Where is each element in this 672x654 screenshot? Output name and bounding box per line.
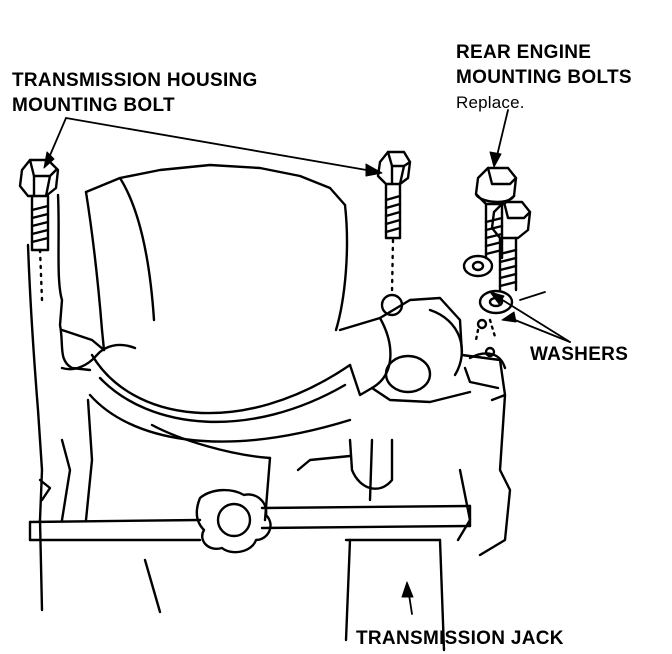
label-transmission-housing-bolt: TRANSMISSION HOUSING MOUNTING BOLT — [12, 68, 258, 118]
arrowhead-rear-bolts — [489, 151, 502, 168]
label-rear-engine-bolts: REAR ENGINE MOUNTING BOLTS Replace. — [456, 40, 632, 115]
arrowhead-washer-upper — [489, 291, 505, 305]
rear-engine-bolt-2 — [490, 200, 532, 292]
bell-housing-arc — [88, 343, 352, 522]
leader-rear-bolts — [495, 109, 509, 161]
label-line-1: WASHERS — [530, 344, 629, 365]
leader-housing-left — [47, 117, 67, 161]
leader-washer-upper — [495, 295, 571, 343]
leader-lines — [47, 109, 571, 615]
arrowhead-housing-left — [43, 151, 55, 169]
label-line-1: TRANSMISSION HOUSING — [12, 70, 258, 91]
leader-washer-lower — [509, 317, 571, 343]
housing-bolt-left — [18, 158, 60, 302]
leader-washer-bracket — [519, 291, 546, 301]
rear-casting — [338, 293, 507, 404]
rear-engine-bolt-1 — [474, 166, 518, 260]
arrowhead-washer-lower — [501, 311, 517, 323]
label-transmission-jack: TRANSMISSION JACK — [356, 626, 564, 651]
leader-housing-center — [65, 117, 379, 173]
label-line-1: TRANSMISSION JACK — [356, 628, 564, 649]
housing-bolt-center — [376, 150, 412, 294]
arrowhead-jack — [401, 581, 414, 598]
lower-housing — [38, 393, 512, 614]
label-washers: WASHERS — [530, 342, 628, 367]
transmission-jack — [28, 488, 472, 652]
transmission-housing — [26, 163, 349, 522]
label-replace-note: Replace. — [456, 93, 525, 112]
arrowhead-housing-center — [365, 163, 383, 177]
label-line-1: REAR ENGINE — [456, 42, 592, 63]
washer-holes — [474, 318, 498, 358]
label-line-2: MOUNTING BOLT — [12, 95, 175, 116]
washer-upper — [462, 254, 494, 278]
arrow-heads — [43, 151, 517, 598]
label-line-2: MOUNTING BOLTS — [456, 67, 632, 88]
